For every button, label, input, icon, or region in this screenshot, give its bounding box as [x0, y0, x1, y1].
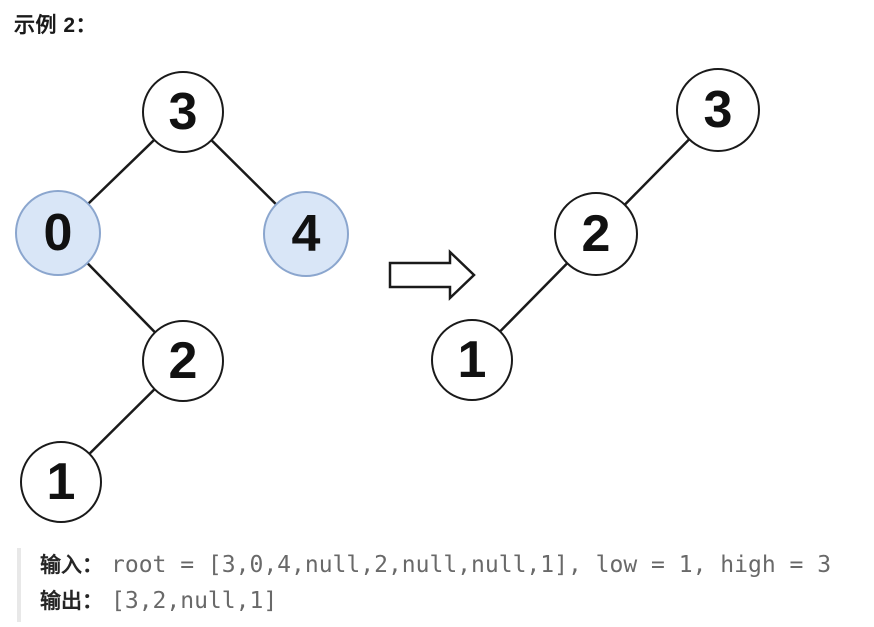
tree-node: 2	[554, 192, 638, 276]
output-line: 输出： [3,2,null,1]	[40, 585, 831, 621]
input-line: 输入： root = [3,0,4,null,2,null,null,1], lo…	[40, 549, 831, 585]
tree-node: 2	[142, 320, 224, 402]
tree-node-highlighted: 0	[15, 190, 101, 276]
transform-arrow-icon	[388, 249, 476, 301]
tree-node: 1	[20, 441, 102, 523]
tree-node: 3	[676, 68, 760, 152]
input-value: root = [3,0,4,null,2,null,null,1], low =…	[111, 552, 832, 578]
output-value: [3,2,null,1]	[111, 588, 278, 614]
input-label: 输入：	[40, 554, 103, 577]
output-label: 输出：	[40, 590, 103, 613]
example-io-block: 输入： root = [3,0,4,null,2,null,null,1], lo…	[17, 548, 831, 622]
tree-node: 1	[431, 319, 513, 401]
example-heading: 示例 2：	[14, 14, 98, 37]
tree-node-highlighted: 4	[263, 191, 349, 277]
tree-node: 3	[142, 71, 224, 153]
